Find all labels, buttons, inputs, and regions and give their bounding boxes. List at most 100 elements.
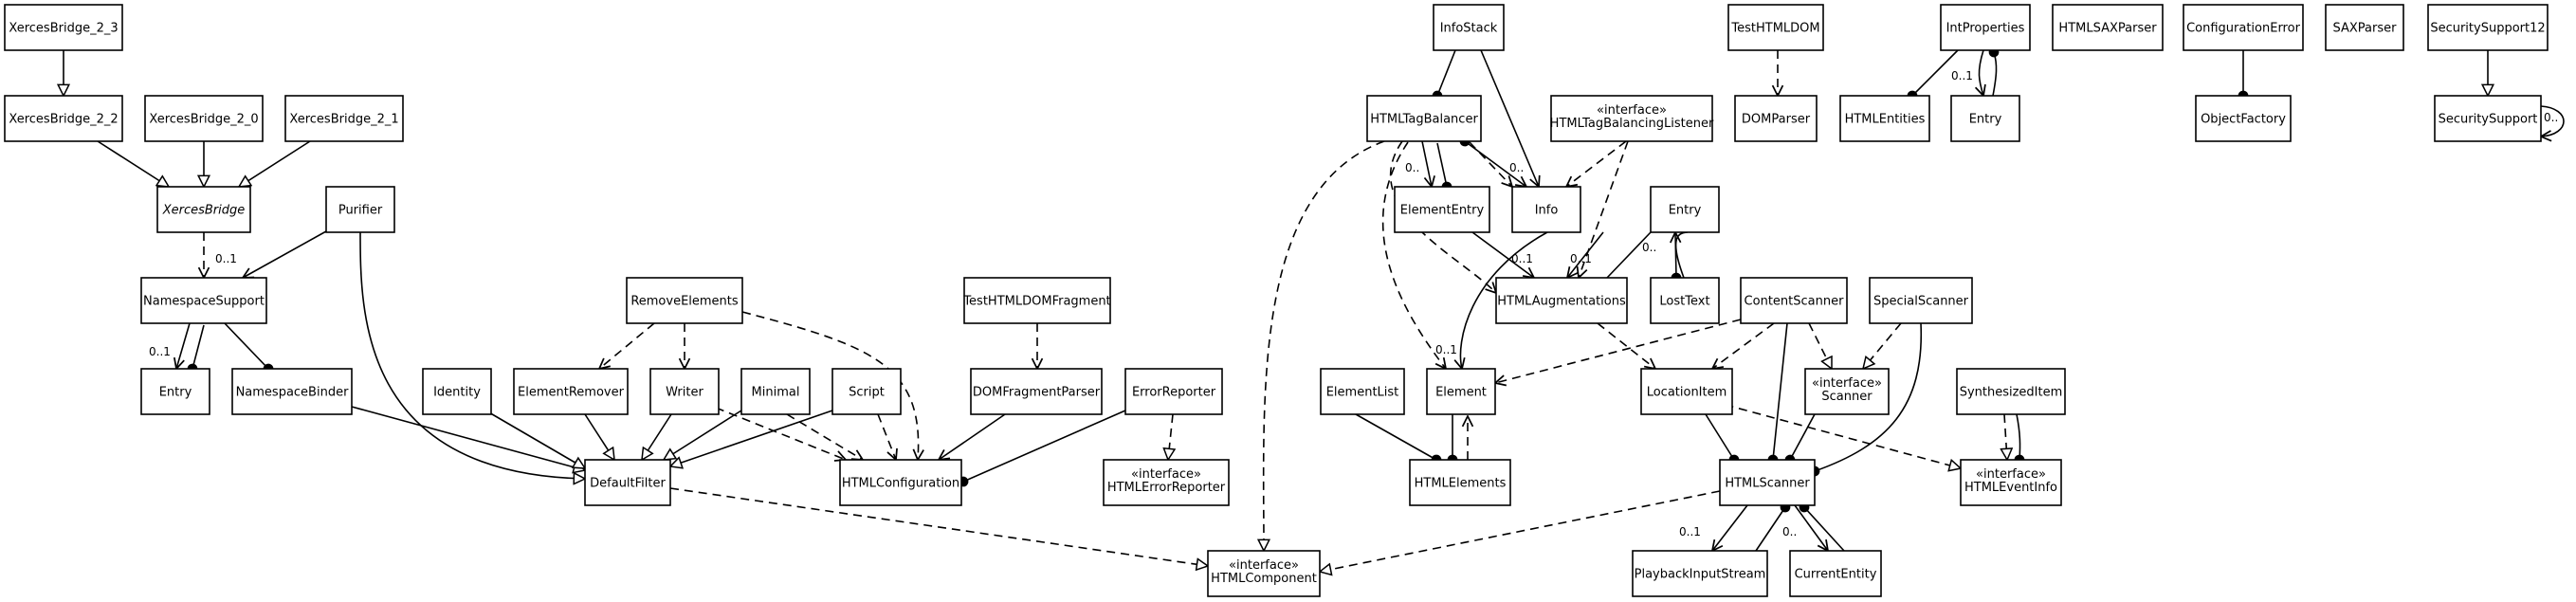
class-name: HTMLEntities bbox=[1845, 113, 1926, 127]
class-name: Info bbox=[1535, 204, 1559, 218]
class-box bbox=[1495, 277, 1628, 324]
class-node-playback: PlaybackInputStream bbox=[1632, 550, 1768, 597]
class-node-elementlist: ElementList bbox=[1320, 368, 1405, 415]
class-node-ieventinfo: «interface»HTMLEventInfo bbox=[1960, 459, 2062, 506]
class-name: HTMLTagBalancingListener bbox=[1550, 117, 1714, 131]
class-node-info: Info bbox=[1511, 186, 1581, 233]
class-node-iherr: «interface»HTMLErrorReporter bbox=[1103, 459, 1230, 506]
association-edge bbox=[958, 410, 1126, 487]
class-node-purifier: Purifier bbox=[325, 186, 395, 233]
class-node-nssupport: NamespaceSupport bbox=[140, 277, 267, 324]
class-node-xb: XercesBridge bbox=[156, 186, 251, 233]
class-box bbox=[839, 459, 962, 506]
class-node-ihtmlcomp: «interface»HTMLComponent bbox=[1207, 550, 1321, 597]
class-node-losttext: LostText bbox=[1650, 277, 1720, 324]
class-box bbox=[649, 368, 720, 415]
class-name: ElementEntry bbox=[1400, 204, 1485, 218]
class-box bbox=[2427, 4, 2549, 51]
dependency-edge bbox=[786, 413, 863, 460]
multiplicity-label: 0..1 bbox=[1951, 69, 1973, 82]
class-node-intprops: IntProperties bbox=[1940, 4, 2031, 51]
class-box bbox=[1719, 459, 1816, 506]
class-box bbox=[626, 277, 743, 324]
class-box bbox=[1960, 459, 2062, 506]
association-edge bbox=[176, 322, 191, 369]
class-name: HTMLAugmentations bbox=[1497, 295, 1626, 309]
dependency-edge bbox=[1469, 141, 1512, 187]
association-edge bbox=[1421, 140, 1432, 187]
class-name: HTMLConfiguration bbox=[842, 477, 959, 491]
class-node-xb21: XercesBridge_2_1 bbox=[284, 95, 404, 142]
class-box bbox=[1124, 368, 1223, 415]
class-node-elemremover: ElementRemover bbox=[513, 368, 629, 415]
class-node-htmlscanner: HTMLScanner bbox=[1719, 459, 1816, 506]
dependency-edge bbox=[1168, 413, 1173, 460]
association-edge bbox=[486, 410, 585, 468]
class-name: SynthesizedItem bbox=[1960, 386, 2063, 400]
class-box bbox=[2052, 4, 2164, 51]
class-node-augmentations: HTMLAugmentations bbox=[1495, 277, 1628, 324]
class-name: ElementList bbox=[1326, 386, 1399, 400]
class-name: TestHTMLDOM bbox=[1730, 22, 1819, 36]
multiplicity-label: 0..1 bbox=[215, 252, 237, 265]
class-node-entry2: Entry bbox=[1650, 186, 1720, 233]
association-edge bbox=[1705, 413, 1740, 465]
class-name: ConfigurationError bbox=[2186, 22, 2301, 36]
dependency-edge bbox=[1566, 140, 1627, 187]
class-name: SecuritySupport bbox=[2439, 113, 2538, 127]
class-box bbox=[1550, 95, 1713, 142]
class-box bbox=[1103, 459, 1230, 506]
multiplicity-label: 0..1 bbox=[149, 345, 171, 358]
class-box bbox=[1869, 277, 1973, 324]
class-name: SAXParser bbox=[2333, 22, 2398, 36]
association-edge bbox=[1355, 413, 1442, 465]
class-name: IntProperties bbox=[1946, 22, 2025, 36]
association-edge bbox=[1988, 46, 2000, 97]
class-box bbox=[1433, 4, 1505, 51]
class-name: HTMLSAXParser bbox=[2058, 22, 2157, 36]
class-name: HTMLScanner bbox=[1725, 477, 1810, 491]
association-edge bbox=[2014, 413, 2025, 465]
class-name: ObjectFactory bbox=[2201, 113, 2286, 127]
class-node-saxparserhtml: HTMLSAXParser bbox=[2052, 4, 2164, 51]
class-name: NamespaceBinder bbox=[236, 386, 350, 400]
multiplicity-label: 0..1 bbox=[1435, 343, 1457, 356]
dependency-edge bbox=[877, 413, 896, 460]
class-name: LostText bbox=[1659, 295, 1709, 309]
class-node-htmlentities: HTMLEntities bbox=[1839, 95, 1930, 142]
class-node-writer: Writer bbox=[649, 368, 720, 415]
class-node-testfrag: TestHTMLDOMFragment bbox=[962, 277, 1111, 324]
association-edge bbox=[1460, 231, 1548, 369]
association-edge bbox=[1712, 504, 1748, 551]
association-edge bbox=[1799, 502, 1845, 552]
association-edge bbox=[670, 410, 833, 466]
class-box bbox=[1727, 4, 1824, 51]
class-node-xb23: XercesBridge_2_3 bbox=[4, 4, 123, 51]
class-name: HTMLTagBalancer bbox=[1370, 113, 1478, 127]
class-node-identity: Identity bbox=[422, 368, 492, 415]
class-name: HTMLComponent bbox=[1211, 572, 1317, 586]
association-edge bbox=[1436, 142, 1452, 192]
dependency-edge bbox=[715, 407, 846, 460]
class-box bbox=[584, 459, 671, 506]
association-edge bbox=[642, 413, 672, 460]
dependency-edge bbox=[1320, 490, 1721, 572]
class-box bbox=[2195, 95, 2292, 142]
class-box bbox=[1650, 186, 1720, 233]
class-node-configerror: ConfigurationError bbox=[2183, 4, 2304, 51]
class-box bbox=[1640, 368, 1733, 415]
class-box bbox=[513, 368, 629, 415]
class-name: SpecialScanner bbox=[1873, 295, 1969, 309]
class-name: HTMLEventInfo bbox=[1964, 481, 2057, 495]
class-name: NamespaceSupport bbox=[143, 295, 265, 309]
class-name: ContentScanner bbox=[1745, 295, 1845, 309]
class-name: Entry bbox=[159, 386, 192, 400]
association-edge bbox=[1567, 231, 1604, 278]
dependency-edge bbox=[599, 322, 655, 369]
association-edge bbox=[1465, 141, 1526, 187]
association-edge bbox=[243, 230, 327, 278]
class-name: Purifier bbox=[338, 204, 383, 218]
dependency-edge bbox=[1579, 140, 1629, 278]
class-name: Entry bbox=[1969, 113, 2002, 127]
class-box bbox=[1511, 186, 1581, 233]
